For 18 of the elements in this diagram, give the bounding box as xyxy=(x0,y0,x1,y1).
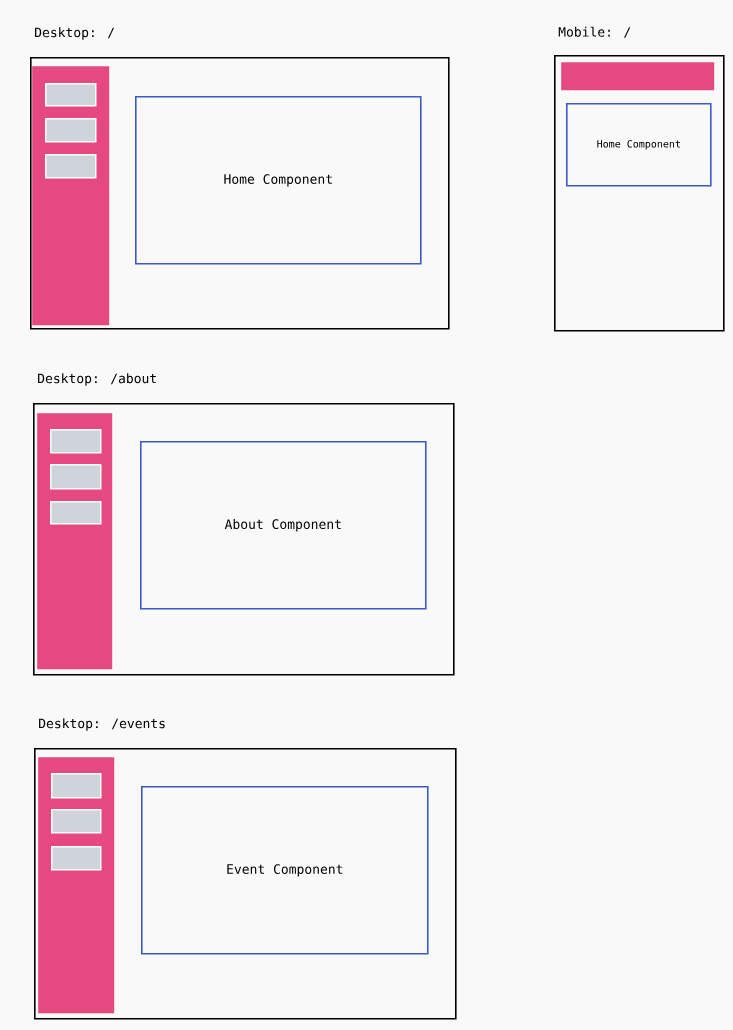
component-box: Home Component xyxy=(135,96,422,265)
component-box: Event Component xyxy=(141,786,429,955)
screen-title: Desktop: / xyxy=(35,27,115,40)
menu-item xyxy=(45,154,97,179)
screen-title: Mobile: / xyxy=(558,26,631,38)
menu-item xyxy=(51,846,102,871)
menu-item xyxy=(45,83,97,107)
component-box: About Component xyxy=(140,441,427,610)
menu-item xyxy=(51,809,102,834)
screen-title: Desktop: /events xyxy=(39,718,165,731)
screen-title: Desktop: /about xyxy=(38,373,156,386)
sidebar xyxy=(561,62,715,91)
component-box: Home Component xyxy=(566,103,712,187)
menu-item xyxy=(45,118,97,143)
menu-item xyxy=(50,501,102,525)
menu-item xyxy=(51,773,102,799)
menu-item xyxy=(50,464,102,490)
menu-item xyxy=(50,429,102,454)
